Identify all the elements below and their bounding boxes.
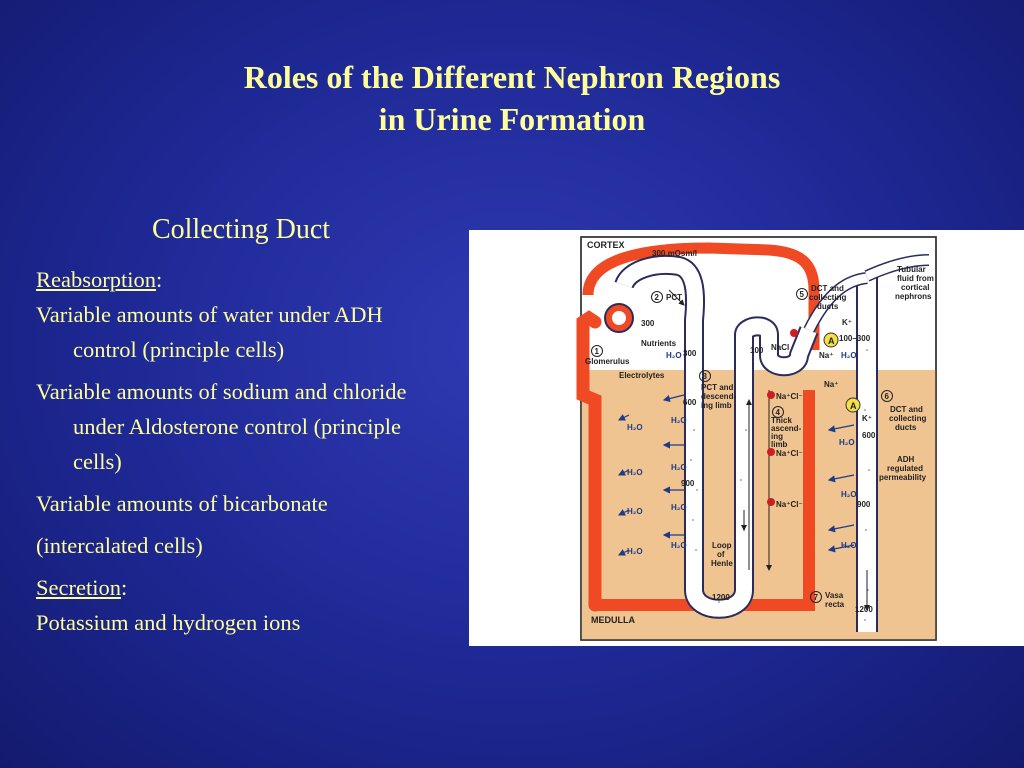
na-label-1: Na⁺ [819,351,833,360]
medulla-label: MEDULLA [591,615,635,625]
thick-3: ing [771,432,783,441]
tubular-fluid-2: fluid from [897,274,934,283]
water-arrows [617,394,855,556]
h2o-9: H₂O [666,351,682,360]
pct-desc-2: descend- [701,392,736,401]
k-label-1: K⁺ [842,318,852,327]
na-cl-3: Na⁺Cl⁻ [776,500,803,509]
red-markers [767,329,798,506]
vasa-2: recta [825,600,845,609]
secretion-heading: Secretion [36,575,121,600]
val-900-a: 900 [681,479,695,488]
h2o-2: H₂O [627,468,643,477]
adh-2: regulated [887,464,923,473]
thick-1: Thick [771,416,792,425]
vasa-recta-top [582,242,820,350]
flow-arrows [668,289,870,611]
tubular-fluid-4: nephrons [895,292,932,301]
val-300-b: 300 [683,349,697,358]
val-300-a: 300 [641,319,655,328]
title-line-1: Roles of the Different Nephron Regions [243,59,781,95]
val-100: 100 [750,346,764,355]
glomerulus-label: Glomerulus [585,357,630,366]
reabsorption-heading: Reabsorption [36,267,156,292]
vasa-recta-left [576,310,602,612]
nephron-svg: A A CORTEX MEDULLA 300 mOsm/l Tubular fl… [576,236,937,641]
val-900-b: 900 [857,500,871,509]
na-cl-2: Na⁺Cl⁻ [776,449,803,458]
h2o-13: H₂O [841,351,857,360]
colon: : [155,267,163,292]
dct-coll-3: ducts [895,423,917,432]
num-4: 4 [776,408,781,417]
loop-3: Henle [711,559,733,568]
adh-3: permeability [879,473,927,482]
item-sodium-chloride: Variable amounts of sodium and chloride … [36,379,407,474]
pct-label: PCT [666,293,682,302]
dct-ducts-3: ducts [817,302,839,311]
dct-coll-2: collecting [889,414,926,423]
adh-1: ADH [897,455,915,464]
tubular-fluid-3: cortical [901,283,929,292]
thick-4: limb [771,440,788,449]
h2o-11: H₂O [841,490,857,499]
vasa-recta-bottom [595,390,815,611]
reabsorption-heading-line: Reabsorption: [36,262,446,297]
dct-ducts-2: collecting [809,293,846,302]
h2o-12: H₂O [841,541,857,550]
nutrients-label: Nutrients [641,339,677,348]
vasa-1: Vasa [825,591,844,600]
content-text: Collecting Duct Reabsorption: Variable a… [36,212,446,647]
colon: : [120,575,128,600]
item-intercalated: (intercalated cells) [36,533,203,558]
num-1: 1 [595,347,600,356]
na-label-2: Na⁺ [824,380,838,389]
nephron-diagram: A A CORTEX MEDULLA 300 mOsm/l Tubular fl… [469,230,1024,646]
num-2: 2 [655,293,660,302]
item-bicarbonate: Variable amounts of bicarbonate [36,491,328,516]
secretion-heading-line: Secretion: [36,570,446,605]
thick-2: ascend- [771,424,802,433]
item-secretion: Potassium and hydrogen ions [36,610,301,635]
slide-title: Roles of the Different Nephron Regions i… [0,56,1024,140]
h2o-10: H₂O [839,438,855,447]
num-3: 3 [703,372,708,381]
item-water: Variable amounts of water under ADH cont… [36,302,383,362]
k-label-2: K⁺ [862,414,872,423]
num-7: 7 [814,593,819,602]
h2o-4: H₂O [627,547,643,556]
na-cl-1: Na⁺Cl⁻ [776,392,803,401]
dct-coll-1: DCT and [890,405,923,414]
section-subtitle: Collecting Duct [151,214,331,245]
h2o-1: H₂O [627,423,643,432]
tubular-fluid-1: Tubular [897,265,926,274]
tubule-lumen [616,257,817,617]
loop-1: Loop [712,541,732,550]
h2o-7: H₂O [671,503,687,512]
val-600-b: 600 [862,431,876,440]
electrolytes-label: Electrolytes [619,371,665,380]
diagram-labels: CORTEX MEDULLA 300 mOsm/l Tubular fluid … [585,240,934,625]
nacl-label: NaCl [771,343,789,352]
val-1200-b: 1200 [855,605,873,614]
a-label-2: A [850,401,857,411]
h2o-6: H₂O [671,463,687,472]
dct-ducts-1: DCT and [811,284,844,293]
loop-2: of [717,550,725,559]
num-5: 5 [800,290,805,299]
h2o-5: H₂O [671,416,687,425]
osm-label: 300 mOsm/l [652,249,697,258]
num-6: 6 [885,392,890,401]
cortex-label: CORTEX [587,240,625,250]
pct-desc-3: ing limb [701,401,732,410]
a-markers [823,332,861,413]
val-1200-a: 1200 [712,593,730,602]
title-line-2: in Urine Formation [378,101,646,137]
val-600-a: 600 [683,398,697,407]
val-100-300: 100–300 [839,334,871,343]
pct-desc-1: PCT and [701,383,734,392]
h2o-8: H₂O [671,541,687,550]
a-label-1: A [828,336,835,346]
h2o-3: H₂O [627,507,643,516]
